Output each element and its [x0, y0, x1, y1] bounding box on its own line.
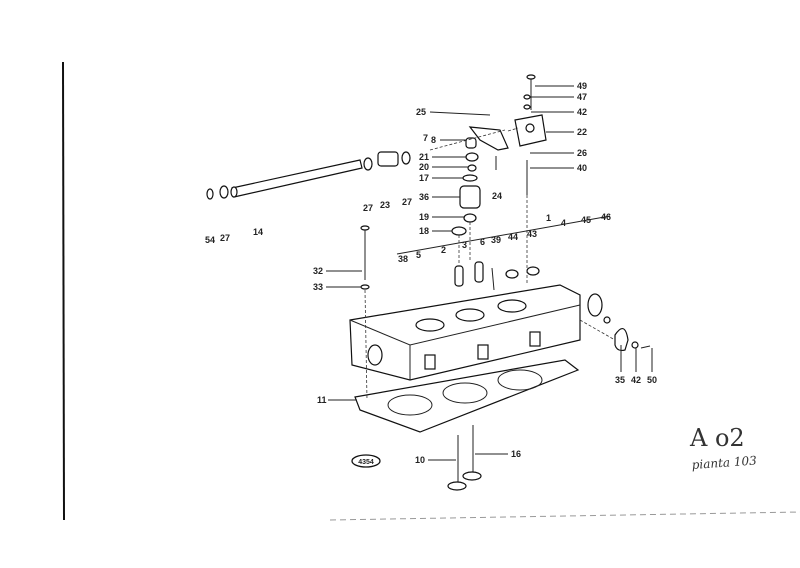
assembly-lines	[364, 195, 616, 401]
callout-18: 18	[419, 226, 429, 236]
head-bolt	[360, 225, 370, 290]
callout-27: 27	[363, 203, 373, 213]
callout-26: 26	[577, 148, 587, 158]
callout-46: 46	[601, 212, 611, 222]
callout-3: 3	[462, 240, 467, 250]
callout-21: 21	[419, 152, 429, 162]
callout-4: 4	[561, 218, 566, 228]
callout-25: 25	[416, 107, 426, 117]
callout-39: 39	[491, 235, 501, 245]
rocker-arm-assembly	[429, 74, 547, 236]
cylinder-head-block	[349, 215, 651, 381]
callout-36: 36	[419, 192, 429, 202]
callout-10: 10	[415, 455, 425, 465]
callout-47: 47	[577, 92, 587, 102]
callout-23: 23	[380, 200, 390, 210]
scan-bottom-edge	[329, 511, 800, 521]
callout-40: 40	[577, 163, 587, 173]
callout-7: 7	[423, 133, 428, 143]
callout-1: 1	[546, 213, 551, 223]
callout-32: 32	[313, 266, 323, 276]
callout-38: 38	[398, 254, 408, 264]
callout-2: 2	[441, 245, 446, 255]
callout-35: 35	[615, 375, 625, 385]
callout-22: 22	[577, 127, 587, 137]
callout-labels: 49 47 42 22 26 40 25 7 8 21 20 17 36 19 …	[205, 81, 657, 465]
head-gasket	[354, 359, 580, 433]
callout-14: 14	[253, 227, 263, 237]
callout-27: 27	[402, 197, 412, 207]
callout-43: 43	[527, 229, 537, 239]
valves	[447, 425, 482, 491]
figure-number-badge: 4354	[351, 454, 381, 468]
callout-42: 42	[631, 375, 641, 385]
callout-50: 50	[647, 375, 657, 385]
handwritten-note: pianta 103	[691, 453, 757, 472]
callout-49: 49	[577, 81, 587, 91]
handwritten-code: A o2	[689, 424, 745, 452]
figure-number: 4354	[358, 459, 374, 466]
callout-24: 24	[492, 191, 502, 201]
callout-54: 54	[205, 235, 215, 245]
callout-33: 33	[313, 282, 323, 292]
leader-lines	[326, 85, 653, 461]
callout-45: 45	[581, 215, 591, 225]
callout-17: 17	[419, 173, 429, 183]
callout-16: 16	[511, 449, 521, 459]
callout-8: 8	[431, 135, 436, 145]
callout-44: 44	[508, 232, 518, 242]
callout-11: 11	[317, 395, 327, 405]
callout-19: 19	[419, 212, 429, 222]
scan-left-edge	[62, 61, 65, 521]
callout-5: 5	[416, 250, 421, 260]
callout-42: 42	[577, 107, 587, 117]
rocker-shaft	[206, 151, 411, 200]
callout-6: 6	[480, 237, 485, 247]
callout-20: 20	[419, 162, 429, 172]
callout-27: 27	[220, 233, 230, 243]
